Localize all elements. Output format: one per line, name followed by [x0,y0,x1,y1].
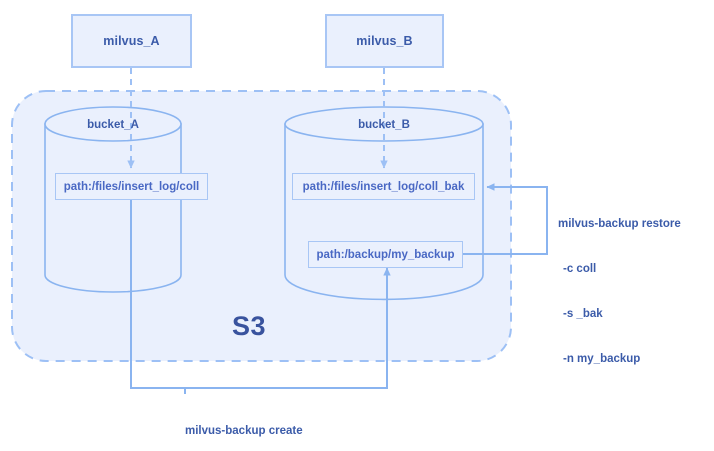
annotation-create: milvus-backup create -c coll -n my_backu… [185,394,303,451]
s3-title-label: S3 [232,311,267,341]
connector-backup-restore [463,183,548,255]
bucket-a-cylinder [44,106,182,293]
client-node-label: milvus_B [356,34,413,48]
annotation-restore-option-n: -n my_backup [563,353,641,365]
annotation-restore: milvus-backup restore -c coll -s _bak -n… [558,187,681,397]
bucket-label-a: bucket_A [87,119,139,131]
path-box-my-backup[interactable]: path:/backup/my_backup [308,241,463,268]
client-node-milvus-b[interactable]: milvus_B [325,14,444,68]
client-node-label: milvus_A [103,34,160,48]
path-box-label: path:/backup/my_backup [316,248,455,261]
path-box-coll-bak[interactable]: path:/files/insert_log/coll_bak [292,173,475,200]
annotation-restore-option-c: -c coll [563,263,597,275]
path-box-coll[interactable]: path:/files/insert_log/coll [55,173,208,200]
bucket-label-b: bucket_B [358,119,410,131]
path-box-label: path:/files/insert_log/coll [63,180,200,193]
client-node-milvus-a[interactable]: milvus_A [71,14,192,68]
annotation-restore-option-s: -s _bak [563,308,603,320]
annotation-create-command: milvus-backup create [185,425,303,437]
annotation-restore-command: milvus-backup restore [558,218,681,230]
connector-backup-create [130,200,391,389]
path-box-label: path:/files/insert_log/coll_bak [302,180,465,193]
